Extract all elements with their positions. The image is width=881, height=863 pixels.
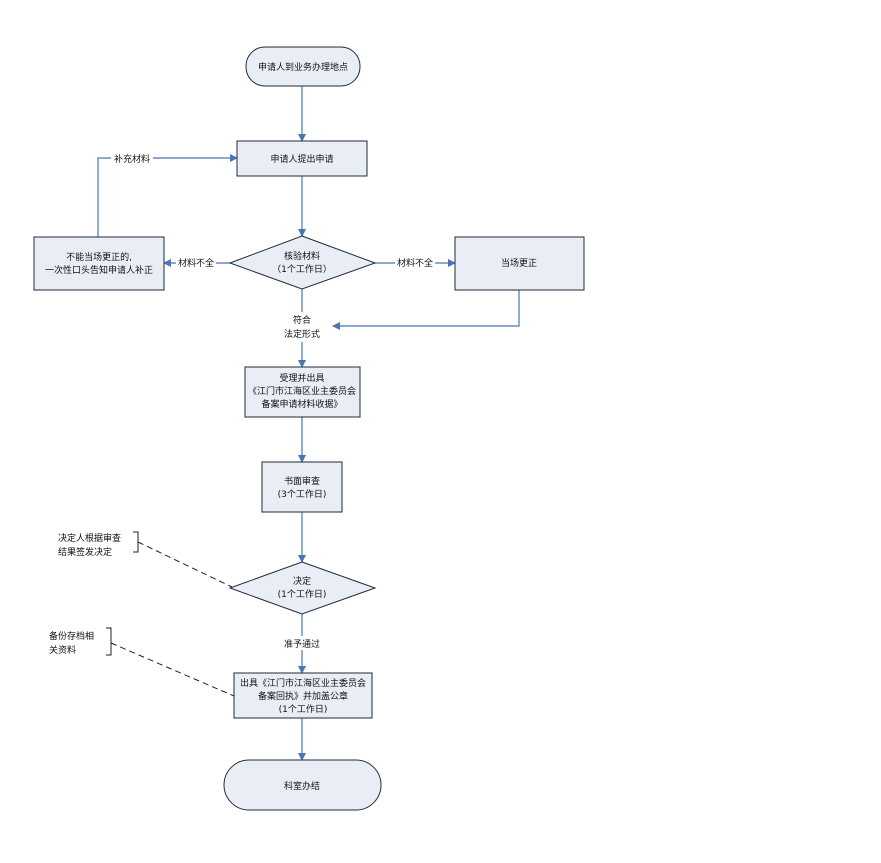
note-decider-line2: 结果签发决定 — [58, 546, 112, 558]
node-verify-line2: （1个工作日） — [272, 263, 332, 275]
node-notfix — [33, 236, 165, 291]
label-incomplete-right: 材料不全 — [397, 257, 433, 269]
label-conform-bg — [280, 312, 326, 342]
node-issue-line1: 出具《江门市江海区业主委员会 — [240, 677, 366, 689]
label-approved: 准予通过 — [284, 638, 320, 650]
node-start-text: 申请人到业务办理地点 — [258, 61, 348, 73]
node-decide-line2: (1个工作日) — [278, 588, 327, 600]
node-start — [245, 46, 361, 87]
node-review — [261, 461, 343, 513]
node-accept-line3: 备案申请材料收据》 — [261, 398, 342, 410]
node-review-line1: 书面审查 — [284, 475, 320, 487]
note-leader-decider — [137, 541, 233, 588]
node-notfix-line2: 一次性口头告知申请人补正 — [45, 264, 153, 276]
node-verify-line1: 核验材料 — [284, 250, 320, 262]
node-decide — [228, 561, 377, 615]
note-leader-archive — [110, 642, 235, 697]
node-end-text: 科室办结 — [284, 780, 320, 792]
node-accept-line2: 《江门市江海区业主委员会 — [248, 385, 356, 397]
node-issue-line2: 备案回执》并加盖公章 — [258, 690, 348, 702]
note-archive-line2: 关资料 — [49, 644, 76, 656]
node-review-line2: (3个工作日) — [278, 488, 327, 500]
node-accept-line1: 受理并出具 — [279, 372, 324, 384]
arrow-notfix-to-apply — [97, 154, 238, 237]
label-supplement-bg — [111, 151, 153, 165]
note-decider-line1: 决定人根据审查 — [58, 532, 121, 544]
node-issue — [233, 672, 373, 719]
node-decide-line1: 决定 — [293, 575, 311, 587]
label-incomplete-left-bg — [176, 256, 216, 270]
node-apply — [236, 140, 368, 177]
node-apply-text: 申请人提出申请 — [270, 153, 333, 165]
node-verify — [228, 235, 377, 290]
node-notfix-line1: 不能当场更正的, — [66, 251, 132, 263]
label-conform-line1: 符合 — [293, 314, 311, 326]
label-incomplete-left: 材料不全 — [178, 257, 214, 269]
arrow-fixnow-return — [332, 290, 520, 330]
node-issue-line3: (1个工作日) — [279, 703, 328, 715]
note-bracket-archive — [106, 627, 112, 656]
label-approved-bg — [280, 636, 324, 650]
node-accept — [244, 366, 361, 418]
node-fixnow — [454, 236, 585, 291]
note-bracket-decider — [133, 531, 139, 553]
node-end — [223, 759, 382, 811]
node-fixnow-text: 当场更正 — [501, 257, 537, 269]
label-supplement: 补充材料 — [114, 153, 150, 165]
label-conform-line2: 法定形式 — [284, 328, 320, 340]
label-incomplete-right-bg — [395, 256, 435, 270]
note-archive-line1: 备份存档相 — [49, 630, 94, 642]
